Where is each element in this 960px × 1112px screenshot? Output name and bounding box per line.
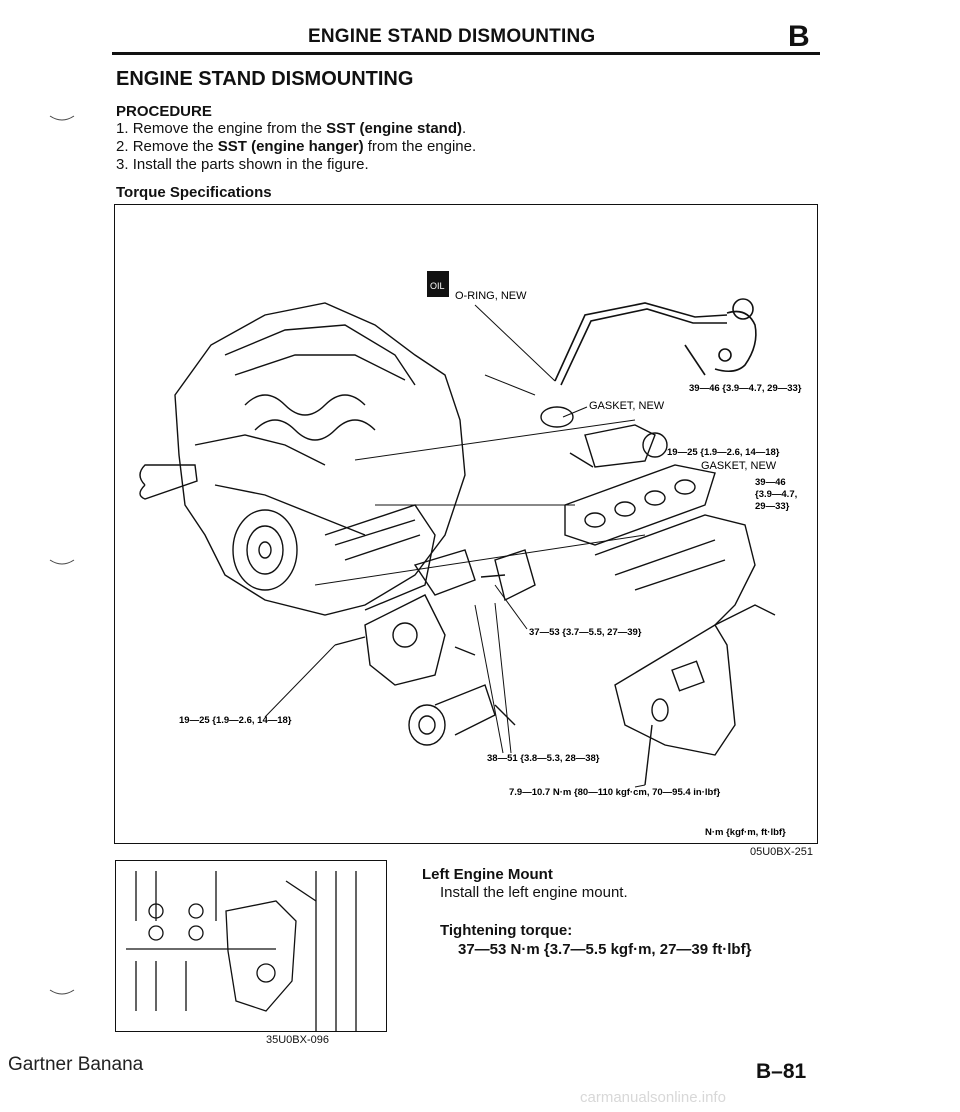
units-legend: N·m {kgf·m, ft·lbf} <box>705 827 786 838</box>
procedure-step: 2. Remove the SST (engine hanger) from t… <box>116 138 477 155</box>
svg-text:OIL: OIL <box>430 281 445 291</box>
oil-icon: OIL <box>427 271 449 297</box>
left-engine-mount-instruction: Install the left engine mount. <box>440 884 628 901</box>
engine-block <box>174 302 466 616</box>
left-engine-mount-title: Left Engine Mount <box>422 866 553 883</box>
procedure-step: 3. Install the parts shown in the figure… <box>116 156 369 173</box>
watermark: Gartner Banana <box>8 1054 144 1075</box>
engine-mount-bracket <box>334 549 536 686</box>
callout-torque: {3.9—4.7, <box>755 489 797 500</box>
callout-oring: O-RING, NEW <box>455 290 527 302</box>
callout-torque: 39—46 <box>755 477 786 488</box>
figure-code: 05U0BX-251 <box>750 846 813 858</box>
section-title: ENGINE STAND DISMOUNTING <box>116 68 414 90</box>
callout-torque: 7.9—10.7 N·m {80—110 kgf·cm, 70—95.4 in·… <box>509 787 721 798</box>
left-engine-mount-figure <box>115 860 387 1032</box>
callout-torque: 29—33} <box>755 501 790 512</box>
idler-pulley-bracket <box>408 684 516 746</box>
procedure-label: PROCEDURE <box>116 103 212 120</box>
water-pipe <box>554 298 757 386</box>
tightening-torque-label: Tightening torque: <box>440 922 573 939</box>
callout-torque: 39—46 {3.9—4.7, 29—33} <box>689 383 802 394</box>
page-header-title: ENGINE STAND DISMOUNTING <box>308 26 596 47</box>
engine-exploded-drawing: OIL O-RING, NEW 39—46 {3.9—4.7, 29—33} G… <box>139 271 802 838</box>
heat-shield <box>614 624 736 786</box>
callout-torque: 38—51 {3.8—5.3, 28—38} <box>487 753 600 764</box>
coolant-hose <box>139 464 198 500</box>
site-watermark: carmanualsonline.info <box>580 1089 726 1106</box>
section-letter: B <box>788 20 810 53</box>
callout-torque: 19—25 {1.9—2.6, 14—18} <box>179 715 292 726</box>
header-divider <box>112 52 820 55</box>
left-engine-mount-drawing <box>126 871 357 1031</box>
thermostat-housing <box>540 406 668 468</box>
torque-specs-label: Torque Specifications <box>116 184 272 201</box>
callout-gasket: GASKET, NEW <box>589 400 665 412</box>
exploded-view-figure: OIL O-RING, NEW 39—46 {3.9—4.7, 29—33} G… <box>114 204 818 844</box>
crank-pulley <box>232 509 298 591</box>
page-number: B–81 <box>756 1060 807 1083</box>
figure-code: 35U0BX-096 <box>266 1034 329 1046</box>
callout-torque: 37—53 {3.7—5.5, 27—39} <box>529 627 642 638</box>
oil-pan <box>324 504 436 611</box>
tightening-torque-value: 37—53 N·m {3.7—5.5 kgf·m, 27—39 ft·lbf} <box>458 941 752 958</box>
callout-torque: 19—25 {1.9—2.6, 14—18} <box>667 447 780 458</box>
margin-tick-marks <box>49 115 75 995</box>
procedure-step: 1. Remove the engine from the SST (engin… <box>116 120 467 137</box>
exhaust-manifold <box>564 464 776 626</box>
callout-gasket: GASKET, NEW <box>701 460 777 472</box>
